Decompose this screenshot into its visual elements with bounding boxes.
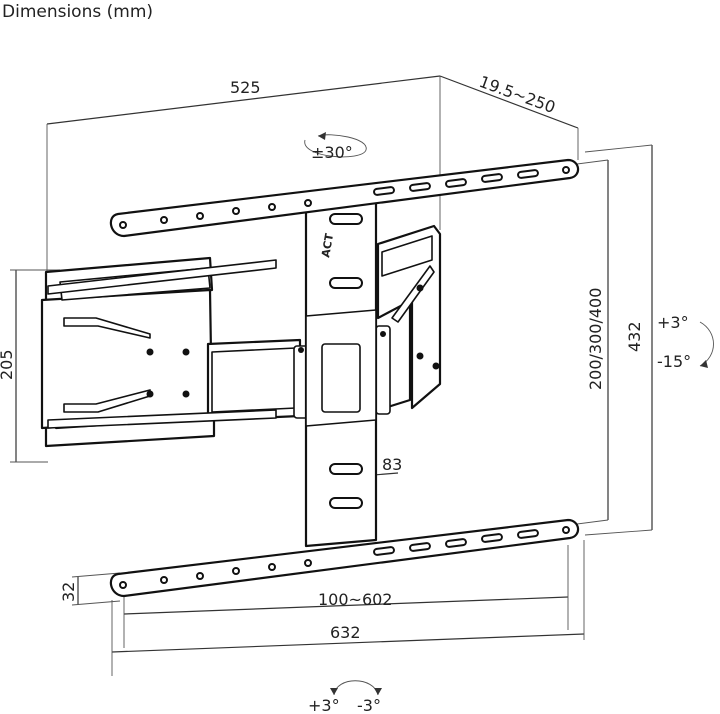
vesa-horizontal-dimension: 100~602 (123, 545, 569, 648)
total-width-label: 632 (330, 623, 361, 642)
plate-height-label: 205 (0, 349, 16, 380)
arm-width-label: 83 (382, 455, 402, 474)
brand-logo: ACT (319, 232, 336, 258)
tilt-up-label: +3° (657, 313, 689, 332)
diagram-title: Dimensions (mm) (2, 2, 153, 22)
vesa-vertical-dimension: 200/300/400 (429, 159, 609, 544)
bar-height-dimension: 32 (59, 572, 121, 606)
tilt-indicator: +3° -15° (657, 313, 714, 371)
left-arm (206, 338, 309, 422)
total-width-dimension: 632 (111, 540, 585, 676)
center-vertical-bracket: ACT (304, 192, 378, 548)
depth-dimension: 19.5~250 (439, 72, 579, 160)
level-right-label: -3° (357, 696, 381, 714)
swivel-label: ±30° (311, 143, 353, 162)
height-dimension: 432 (584, 144, 653, 536)
right-bracket (376, 224, 442, 410)
right-arm (370, 298, 412, 415)
height-label: 432 (625, 321, 644, 352)
bar-height-label: 32 (59, 582, 78, 602)
width-dimension: 525 (46, 75, 441, 290)
tilt-down-label: -15° (657, 352, 691, 371)
plate-height-dimension: 205 (0, 269, 60, 463)
swivel-indicator: ±30° (304, 132, 367, 162)
top-vesa-bar (109, 158, 580, 238)
level-left-label: +3° (308, 696, 340, 714)
upper-rail-back (47, 259, 277, 429)
width-label: 525 (230, 78, 261, 97)
vesa-vertical-label: 200/300/400 (586, 288, 605, 390)
bottom-vesa-bar (109, 518, 580, 598)
level-indicator: +3° -3° (308, 680, 382, 714)
vesa-horizontal-label: 100~602 (318, 590, 392, 609)
